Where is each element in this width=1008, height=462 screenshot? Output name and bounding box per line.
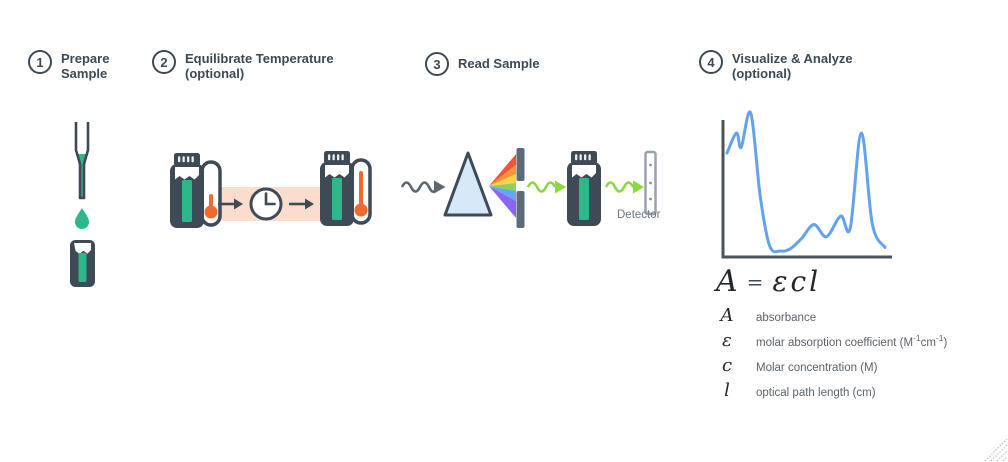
prism-icon (443, 151, 493, 217)
legend-desc: optical path length (cm) (756, 387, 876, 399)
cuvette-icon (70, 240, 95, 287)
spectrum-curve (725, 110, 887, 254)
light-wave-icon (400, 180, 446, 194)
equation-equals: = (746, 270, 764, 294)
step-4-header: 4 Visualize & Analyze(optional) (699, 50, 853, 81)
spectrum-fan-icon (489, 154, 516, 218)
legend-row-absorbance: A absorbance (716, 305, 947, 330)
arrow-right-icon (218, 198, 243, 210)
legend-symbol: c (721, 355, 733, 376)
step-4-number-badge: 4 (699, 50, 723, 74)
prepare-sample-graphic (70, 122, 95, 287)
monochromatic-wave-icon (604, 180, 644, 194)
legend-desc: Molar concentration (M) (756, 362, 878, 374)
step-2-header: 2 Equilibrate Temperature(optional) (152, 50, 334, 81)
legend-row-epsilon: ε molar absorption coefficient (M-1cm-1) (716, 330, 947, 355)
cuvette-icon (567, 151, 601, 226)
legend-symbol: l (724, 380, 730, 401)
step-3-header: 3 Read Sample (425, 52, 540, 76)
clock-icon (249, 187, 283, 221)
absorbance-spectrum-chart (721, 110, 892, 259)
legend-desc: molar absorption coefficient (M-1cm-1) (756, 333, 948, 349)
step-3-title: Read Sample (458, 56, 540, 71)
arrow-right-icon (289, 198, 314, 210)
step-4-title: Visualize & Analyze(optional) (732, 51, 853, 81)
slit-icon (516, 148, 525, 228)
beer-lambert-equation: A = εcl (716, 264, 821, 299)
equation-symbol-ecl: εcl (772, 265, 822, 298)
legend-row-path-length: l optical path length (cm) (716, 380, 947, 405)
vial-thermometer-cold-icon (170, 153, 222, 228)
droplet-icon (75, 208, 89, 229)
step-1-number-badge: 1 (28, 50, 52, 74)
pipette-icon (74, 122, 90, 200)
read-sample-graphic (400, 148, 657, 228)
legend-row-concentration: c Molar concentration (M) (716, 355, 947, 380)
detector-icon (644, 150, 657, 216)
equilibrate-temperature-graphic (170, 151, 372, 228)
step-2-number-badge: 2 (152, 50, 176, 74)
resize-handle-icon[interactable] (984, 438, 1008, 462)
legend-desc: absorbance (756, 312, 817, 324)
step-3-number-badge: 3 (425, 52, 449, 76)
formula-legend: A absorbance ε molar absorption coeffici… (716, 305, 948, 405)
monochromatic-wave-icon (526, 180, 566, 194)
step-2-title: Equilibrate Temperature(optional) (185, 51, 334, 81)
legend-symbol: A (720, 305, 734, 326)
detector-label: Detector (617, 209, 661, 221)
vial-thermometer-warm-icon (320, 151, 372, 226)
legend-symbol: ε (722, 330, 732, 351)
equation-symbol-a: A (716, 264, 738, 299)
